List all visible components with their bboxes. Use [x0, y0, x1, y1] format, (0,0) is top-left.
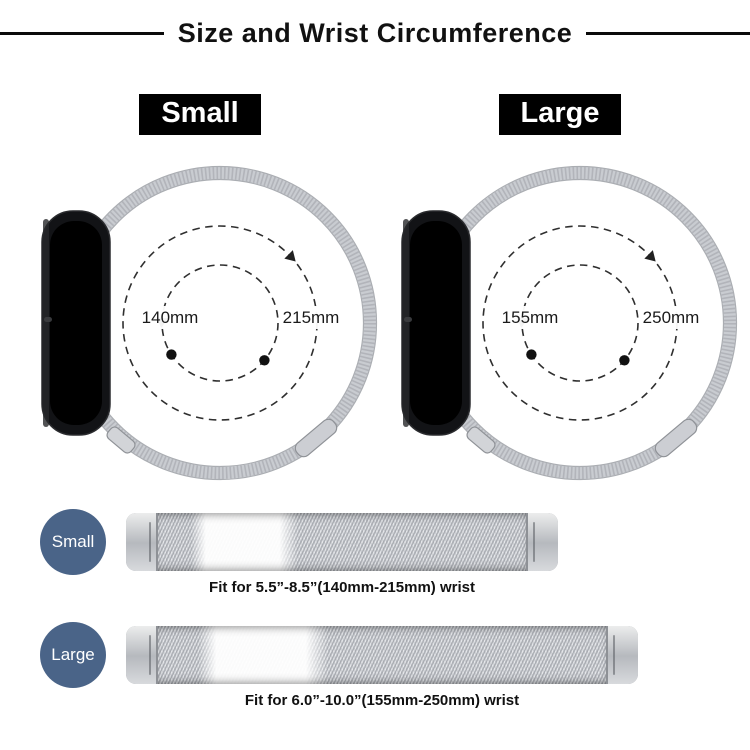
inner-circumference-label: 140mm [142, 308, 199, 327]
title-rule-left [0, 32, 164, 35]
flat-band-rows: Small Fit for 5.5”-8.5”(140mm-215mm) wri… [40, 509, 750, 709]
inner-measure-circle [521, 263, 639, 382]
band-col-large: Fit for 6.0”-10.0”(155mm-250mm) wrist [126, 626, 638, 709]
flat-band-small [126, 513, 558, 571]
inner-circumference-label: 155mm [502, 308, 559, 327]
band-row-large: Large Fit for 6.0”-10.0”(155mm-250mm) wr… [40, 622, 750, 709]
band-right-clasp [526, 513, 558, 571]
size-label-small: Small [139, 94, 261, 135]
size-badge-large: Large [40, 622, 106, 688]
watch-band-illustration-small: 140mm 215mm [41, 165, 378, 480]
smartwatch-body [41, 210, 111, 436]
label-backing [139, 305, 201, 329]
band-keeper [466, 426, 496, 454]
outer-circumference-label: 215mm [283, 308, 340, 327]
size-label-large: Large [498, 94, 622, 135]
clockwise-arrow-icon [284, 249, 296, 262]
size-badge-small: Small [40, 509, 106, 575]
diagram-large: Large [380, 94, 740, 486]
measure-dot-right [259, 354, 270, 366]
band-left-clasp [126, 513, 158, 571]
band-clasp [654, 418, 698, 458]
measure-dot-left [166, 349, 177, 360]
title-rule-right [586, 32, 750, 35]
fit-caption-small: Fit for 5.5”-8.5”(140mm-215mm) wrist [209, 579, 475, 596]
size-diagrams: Small [20, 94, 738, 486]
clockwise-arrow-icon [644, 249, 656, 262]
inner-measure-circle [161, 263, 279, 382]
title-row: Size and Wrist Circumference [0, 18, 750, 49]
watch-band-illustration-large: 155mm 250mm [401, 165, 738, 480]
page-title: Size and Wrist Circumference [177, 18, 573, 48]
flat-band-large [126, 626, 638, 684]
label-backing [280, 305, 342, 329]
band-row-small: Small Fit for 5.5”-8.5”(140mm-215mm) wri… [40, 509, 750, 596]
smartwatch-body [401, 210, 471, 436]
watch-side-button [44, 316, 52, 322]
band-right-clasp [606, 626, 638, 684]
diagram-small: Small [20, 94, 380, 486]
measure-dot-left [526, 349, 537, 360]
label-backing [640, 305, 702, 329]
band-mesh [158, 513, 526, 571]
fit-caption-large: Fit for 6.0”-10.0”(155mm-250mm) wrist [244, 692, 520, 709]
label-backing [499, 305, 561, 329]
measure-dot-right [619, 354, 630, 366]
band-left-clasp [126, 626, 158, 684]
band-col-small: Fit for 5.5”-8.5”(140mm-215mm) wrist [126, 513, 558, 596]
watch-side-button [404, 316, 412, 322]
outer-circumference-label: 250mm [643, 308, 700, 327]
band-keeper [106, 426, 136, 454]
band-clasp [294, 418, 338, 458]
band-mesh [158, 626, 606, 684]
